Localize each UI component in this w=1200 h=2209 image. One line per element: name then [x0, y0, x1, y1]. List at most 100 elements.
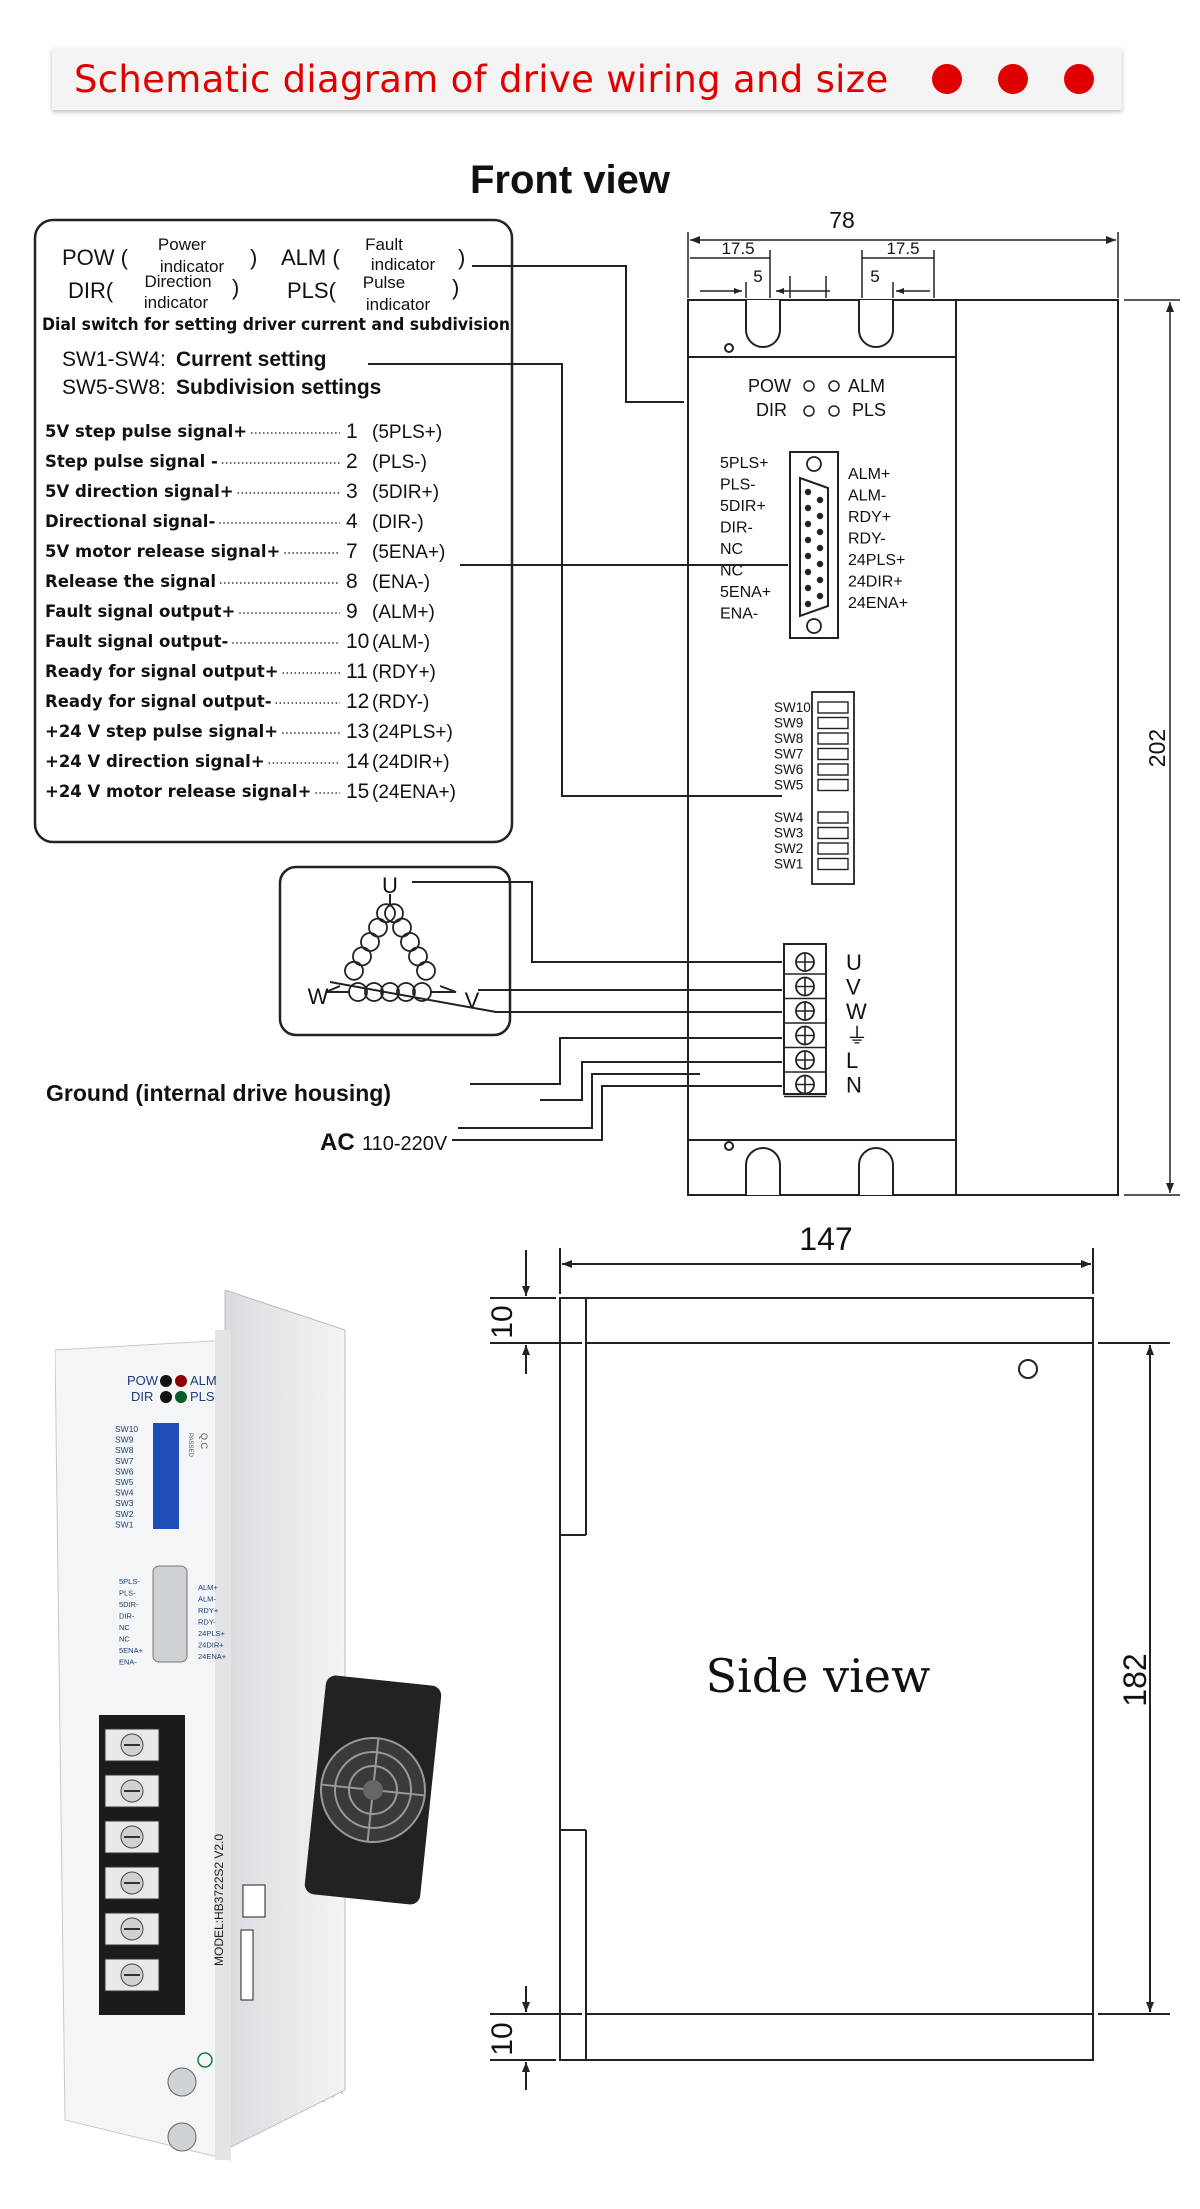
- photo-db-left: ENA-: [119, 1658, 137, 1667]
- pin-number: 9: [346, 600, 358, 623]
- pin-label: Ready for signal output+: [45, 662, 279, 681]
- dip-switch: [817, 747, 849, 761]
- db-pin: [816, 560, 824, 568]
- photo-db-left: 5PLS-: [119, 1577, 140, 1586]
- photo-db-left: NC: [119, 1635, 130, 1644]
- photo-pow: POW: [127, 1373, 159, 1388]
- db-pin: [816, 528, 824, 536]
- legend-box: [33, 218, 514, 844]
- dim-width: 78: [829, 207, 855, 233]
- dip-switch: [817, 701, 849, 714]
- dip-switch: [817, 732, 849, 745]
- db-pin: [816, 512, 824, 520]
- photo-db-right: ALM+: [198, 1583, 218, 1592]
- db-left-label: DIR-: [720, 520, 753, 537]
- pin-label: +24 V motor release signal+: [45, 782, 311, 801]
- coil-ring: [416, 960, 436, 981]
- sw5-desc: Subdivision settings: [176, 376, 381, 399]
- dip-label: SW9: [774, 716, 803, 731]
- photo-dir: DIR: [131, 1389, 153, 1404]
- terminal-label: N: [846, 1073, 862, 1098]
- dip-switch: [817, 826, 849, 840]
- db-right-labels: ALM+ALM-RDY+RDY-24PLS+24DIR+24ENA+: [848, 466, 908, 612]
- photo-db-left: DIR-: [119, 1612, 135, 1621]
- side-dim-bottom: 10: [486, 2022, 519, 2055]
- photo-db-right: RDY-: [198, 1618, 216, 1627]
- pls-desc: Pulse: [363, 273, 406, 292]
- pin-number: 13: [346, 720, 369, 743]
- photo-db-left: NC: [119, 1623, 130, 1632]
- dir-label: DIR(: [68, 278, 114, 303]
- db-pin: [816, 496, 824, 504]
- side-dim-width: 147: [799, 1221, 852, 1257]
- pin-code: (24PLS+): [372, 722, 453, 743]
- side-view-title: Side view: [706, 1649, 931, 1703]
- mount-slots: [724, 300, 894, 1195]
- db-left-label: ENA-: [720, 606, 758, 623]
- red-dot-icon: [998, 64, 1028, 94]
- pin-number: 2: [346, 450, 358, 473]
- photo-pls: PLS: [190, 1389, 215, 1404]
- motor-coils: [325, 894, 457, 1002]
- db-pin: [804, 520, 812, 528]
- db-pin: [804, 600, 812, 608]
- db15-connector: [789, 451, 839, 639]
- ground-label: Ground (internal drive housing): [46, 1080, 391, 1106]
- dim-left-offset: 17.5: [721, 239, 754, 258]
- photo-qc: Q.C: [199, 1433, 209, 1450]
- pls-close: ): [452, 275, 459, 300]
- pin-label: Fault signal output+: [45, 602, 235, 621]
- pls-desc: indicator: [366, 295, 431, 314]
- db-pin: [804, 568, 812, 576]
- pin-label: +24 V direction signal+: [45, 752, 265, 771]
- side-dim-top: 10: [486, 1305, 519, 1338]
- pin-number: 7: [346, 540, 358, 563]
- photo-sw-label: SW6: [115, 1466, 134, 1476]
- pin-number: 4: [346, 510, 358, 533]
- dip-switch: [817, 763, 849, 776]
- photo-sw-label: SW9: [115, 1435, 134, 1445]
- sw1-label: SW1-SW4:: [62, 348, 166, 371]
- photo-sw-label: SW2: [115, 1509, 134, 1519]
- wiring-lines: [329, 265, 788, 1141]
- pin-code: (5DIR+): [372, 482, 439, 503]
- dip-switch: [817, 811, 849, 824]
- photo-sw-label: SW10: [115, 1424, 138, 1434]
- pin-code: (24DIR+): [372, 752, 450, 773]
- dial-switch-caption: Dial switch for setting driver current a…: [42, 315, 510, 334]
- red-dot-icon: [932, 64, 962, 94]
- photo-db15: [152, 1565, 188, 1663]
- db-right-label: 24ENA+: [848, 595, 908, 612]
- db-pin: [816, 544, 824, 552]
- dip-label: SW2: [774, 841, 803, 856]
- pin-label: Fault signal output-: [45, 632, 228, 651]
- photo-qc-sub: PASSED: [187, 1433, 193, 1458]
- pin-code: (ENA-): [372, 572, 430, 593]
- db-pin: [804, 584, 812, 592]
- photo-db-right: 24ENA+: [198, 1652, 227, 1661]
- dim-height: 202: [1144, 729, 1170, 767]
- banner-title: Schematic diagram of drive wiring and si…: [74, 58, 889, 101]
- dip-label: SW3: [774, 826, 803, 841]
- pin-number: 3: [346, 480, 358, 503]
- dip-label: SW6: [774, 762, 803, 777]
- photo-db-right: RDY+: [198, 1606, 219, 1615]
- photo-db-right: 24DIR+: [198, 1641, 224, 1650]
- dip-switch: [817, 716, 849, 730]
- photo-dip-switch: [153, 1423, 179, 1529]
- pin-code: (RDY-): [372, 692, 429, 713]
- db-left-label: NC: [720, 563, 743, 580]
- db-right-label: RDY-: [848, 531, 886, 548]
- terminal-label: ⏚: [846, 1024, 868, 1049]
- pls-label: PLS(: [287, 278, 337, 303]
- pin-label: Step pulse signal -: [45, 452, 218, 471]
- coil-ring: [344, 960, 364, 981]
- terminal-label: L: [846, 1048, 858, 1073]
- motor-u-label: U: [382, 873, 398, 898]
- dip-frame: [811, 691, 855, 885]
- terminal-label: U: [846, 950, 862, 975]
- terminal-label: W: [846, 999, 867, 1024]
- pin-list: 5V step pulse signal+1(5PLS+)Step pulse …: [45, 420, 456, 803]
